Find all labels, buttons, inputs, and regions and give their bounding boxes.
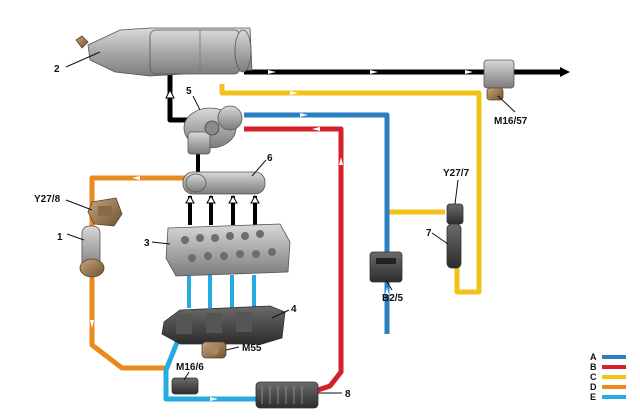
arrow-blue-1 bbox=[300, 113, 308, 117]
label-y27-8: Y27/8 bbox=[34, 194, 61, 205]
arrow-heads-white bbox=[165, 88, 260, 204]
arrow-orange-2 bbox=[90, 320, 94, 328]
leader-lines bbox=[65, 51, 516, 394]
label-m16-6: M16/6 bbox=[176, 362, 204, 373]
arrow-exhaust-1 bbox=[268, 70, 276, 74]
yellow-pipe-top bbox=[219, 84, 482, 295]
particulate-filter-2 bbox=[75, 27, 253, 77]
legend-letter-c: C bbox=[590, 372, 597, 382]
label-2: 2 bbox=[54, 64, 60, 75]
actuator-m55 bbox=[201, 341, 227, 359]
arrow-exhaust-2 bbox=[370, 70, 378, 74]
intake-lightblue-arrows bbox=[187, 275, 256, 308]
arrow-blue-2 bbox=[385, 287, 389, 295]
legend-letter-a: A bbox=[590, 352, 597, 362]
legend-swatch-a bbox=[602, 355, 626, 359]
legend-letter-e: E bbox=[590, 392, 596, 402]
label-m16-57: M16/57 bbox=[494, 116, 528, 127]
legend: A B C D E bbox=[590, 352, 626, 402]
exhaust-manifold-6 bbox=[182, 171, 266, 195]
turbocharger-5 bbox=[183, 105, 243, 155]
flow-arrows bbox=[90, 70, 473, 401]
charge-air-cooler-8 bbox=[255, 381, 319, 409]
label-8: 8 bbox=[345, 389, 351, 400]
label-m55: M55 bbox=[242, 343, 262, 354]
label-7: 7 bbox=[426, 228, 432, 239]
label-b2-5: B2/5 bbox=[382, 293, 404, 304]
red-pipe bbox=[244, 126, 344, 393]
valve-y27-7 bbox=[446, 203, 464, 225]
arrow-exhaust-3 bbox=[465, 70, 473, 74]
egr-cooler-7 bbox=[446, 223, 462, 269]
exhaust-outlet-arrowhead bbox=[560, 67, 570, 77]
exhaust-flap-m16-57 bbox=[483, 59, 515, 101]
arrow-lb-1 bbox=[210, 397, 218, 401]
valve-y27-8 bbox=[87, 197, 123, 227]
exhaust-pipe-turbo bbox=[167, 62, 190, 123]
legend-letter-b: B bbox=[590, 362, 597, 372]
label-1: 1 bbox=[57, 232, 63, 243]
label-3: 3 bbox=[144, 238, 150, 249]
label-y27-7: Y27/7 bbox=[443, 168, 470, 179]
legend-swatch-b bbox=[602, 365, 626, 369]
label-5: 5 bbox=[186, 86, 192, 97]
label-6: 6 bbox=[267, 153, 273, 164]
legend-swatch-c bbox=[602, 375, 626, 379]
component-labels: 2 5 6 Y27/8 Y27/7 7 1 3 B2/5 4 M55 M16/6… bbox=[34, 64, 528, 400]
cylinder-head-3 bbox=[165, 223, 291, 277]
pipes bbox=[89, 62, 560, 402]
legend-letter-d: D bbox=[590, 382, 597, 392]
arrow-yellow-1 bbox=[290, 91, 298, 95]
egr-cooler-1 bbox=[79, 225, 105, 278]
throttle-m16-6 bbox=[171, 377, 199, 395]
arrow-red-2 bbox=[339, 157, 343, 165]
arrow-orange-1 bbox=[132, 176, 140, 180]
arrow-red-1 bbox=[312, 127, 320, 131]
label-4: 4 bbox=[291, 304, 297, 315]
orange-pipe bbox=[89, 175, 190, 371]
legend-swatch-e bbox=[602, 395, 626, 399]
sensor-b2-5 bbox=[369, 251, 403, 283]
legend-swatch-d bbox=[602, 385, 626, 389]
intake-manifold-4 bbox=[161, 305, 286, 345]
